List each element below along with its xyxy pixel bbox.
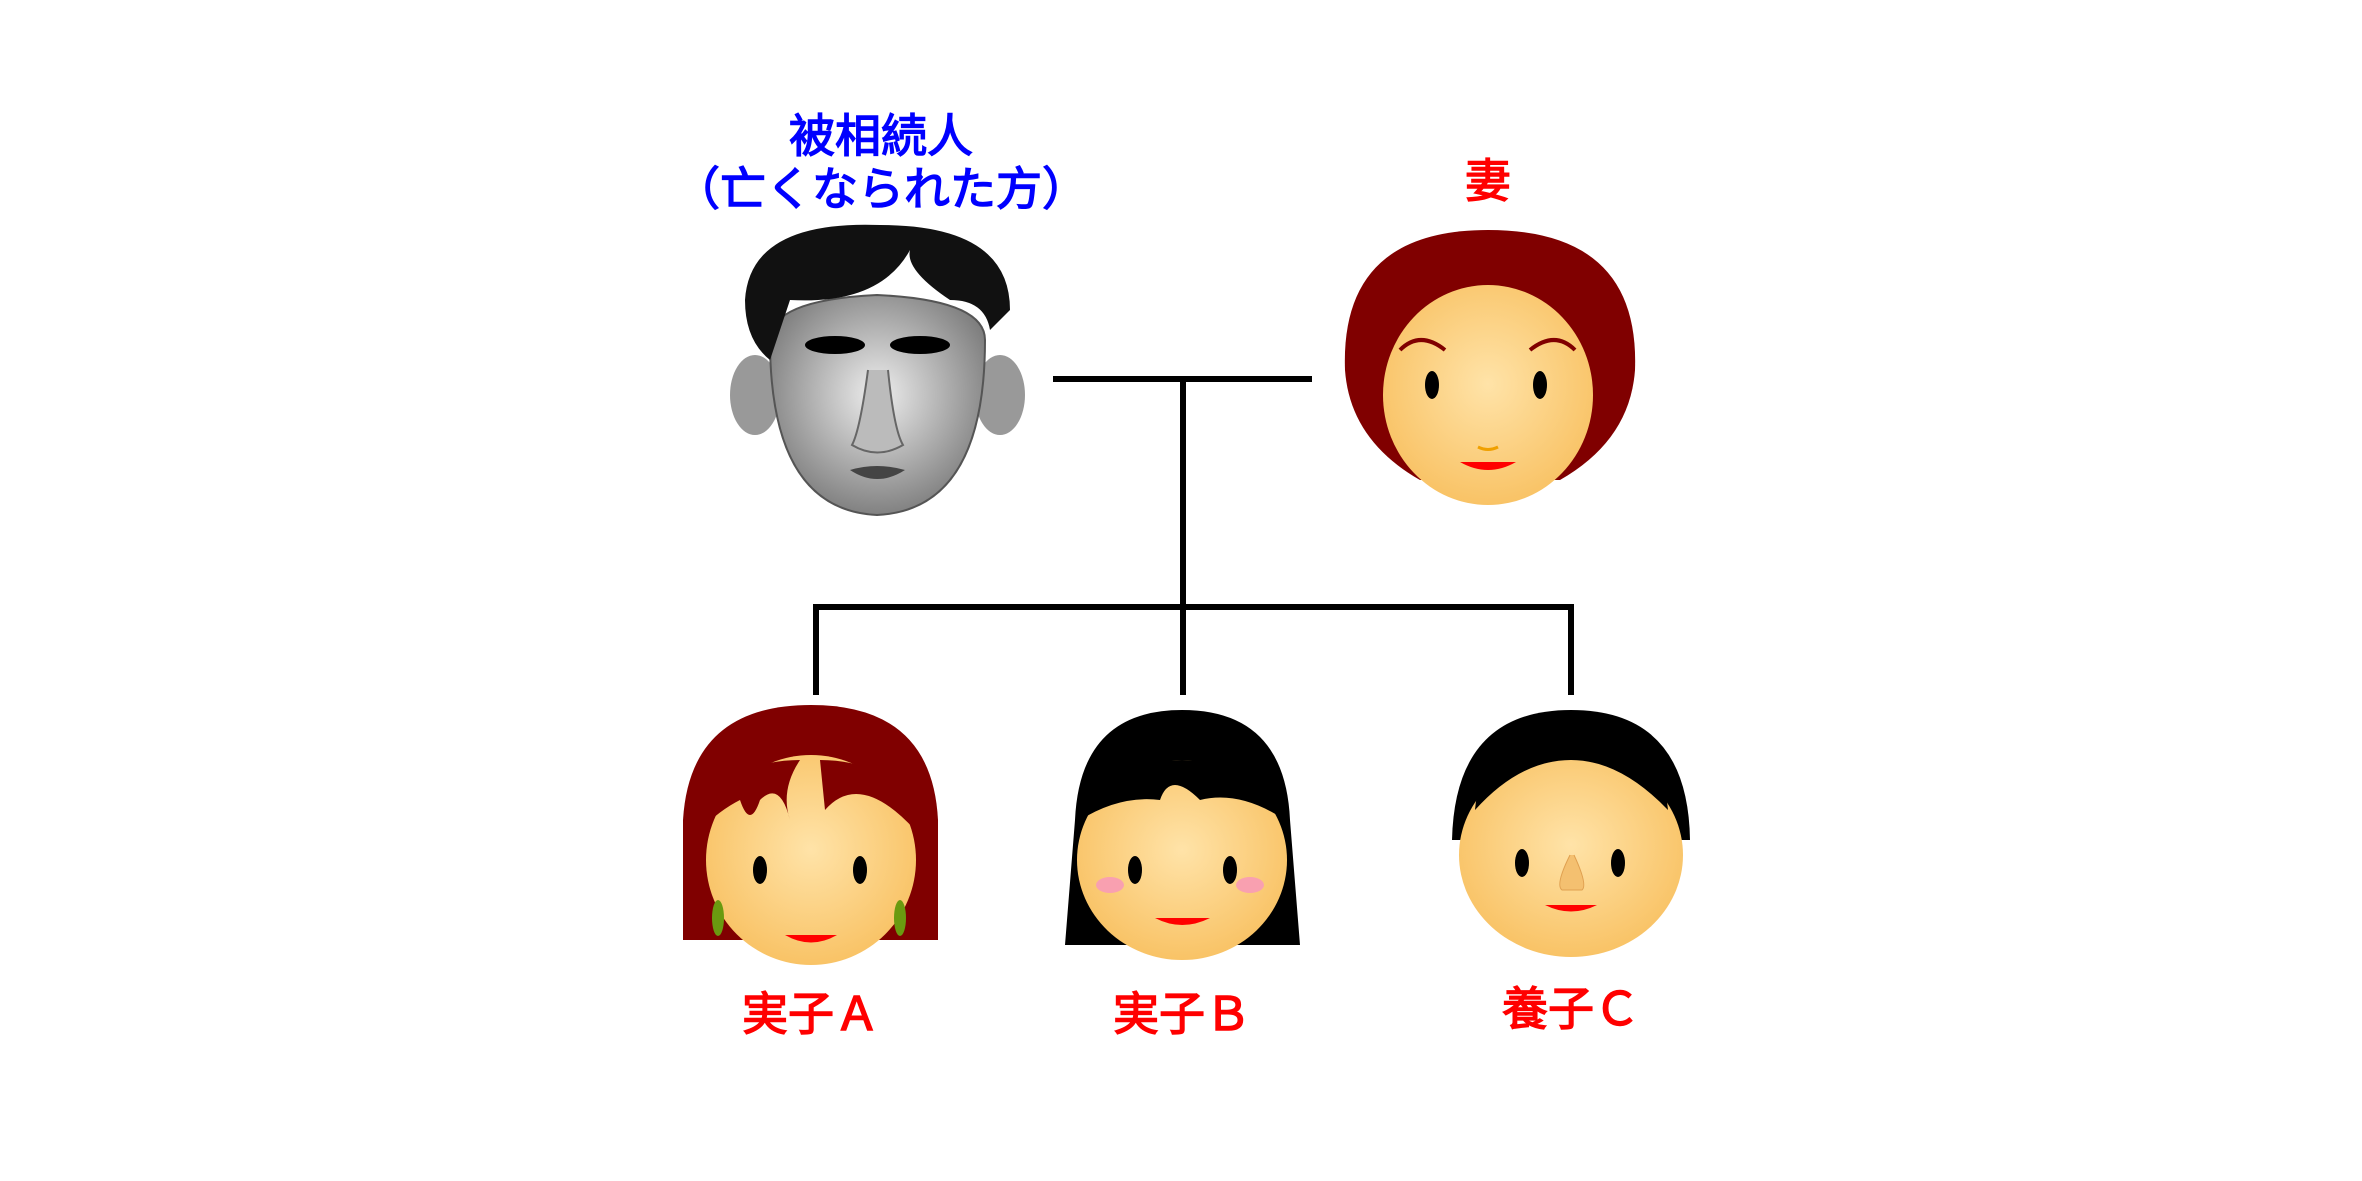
connector-lines <box>813 376 1574 695</box>
child-a-label: 実子Ａ <box>742 987 880 1041</box>
child-c-label: 養子Ｃ <box>1502 982 1640 1036</box>
deceased-subtitle: （亡くなられた方） <box>674 162 1088 216</box>
child-b-face-icon <box>1065 710 1300 960</box>
child-a-face-icon <box>683 705 938 965</box>
spouse-face-icon <box>1344 230 1636 505</box>
child-c-face-icon <box>1452 710 1690 957</box>
child-b-label: 実子Ｂ <box>1113 987 1251 1041</box>
spouse-label: 妻 <box>1465 154 1511 208</box>
deceased-face-icon <box>730 224 1025 517</box>
deceased-title: 被相続人 <box>789 109 973 163</box>
